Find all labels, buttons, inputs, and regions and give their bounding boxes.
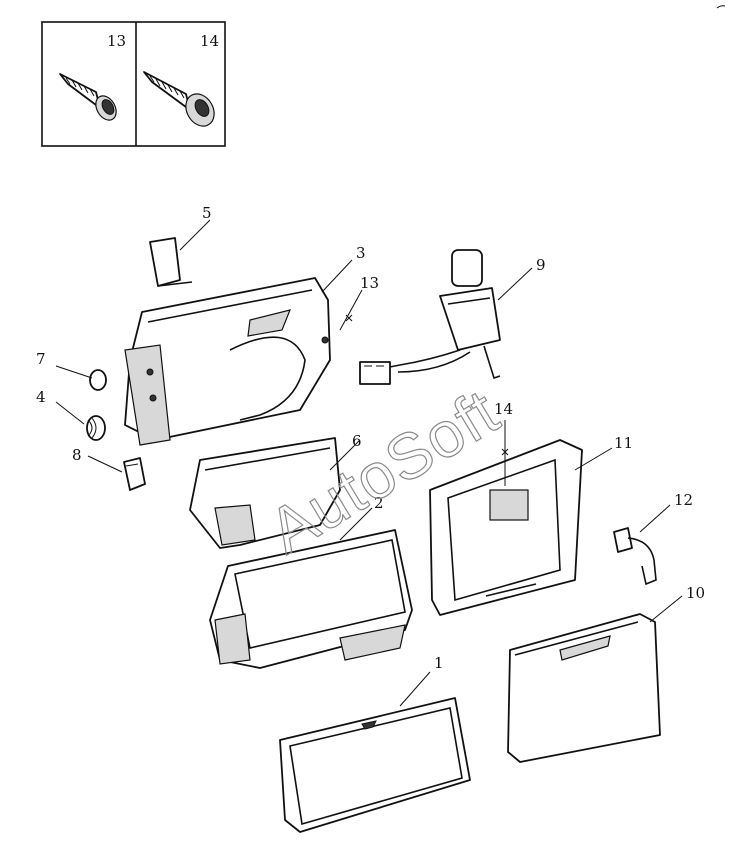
callout-6: 6	[352, 432, 362, 450]
part-1-door-panel	[279, 671, 471, 833]
part-12-strap	[613, 504, 671, 586]
part-8-latch	[87, 455, 146, 491]
self-tapping-screw-washer-icon	[143, 71, 215, 127]
callout-8: 8	[72, 446, 82, 464]
inset-frame	[41, 21, 226, 147]
callout-9: 9	[536, 256, 546, 274]
leader-7	[55, 365, 93, 379]
callout-7: 7	[36, 350, 46, 368]
leader-4	[55, 401, 85, 425]
callout-2: 2	[374, 494, 384, 512]
callout-11: 11	[614, 434, 633, 452]
callout-3: 3	[356, 244, 366, 262]
fastener-inset: 13 14	[41, 21, 226, 147]
part-9-switch-harness	[359, 249, 533, 385]
leader-1	[399, 671, 431, 707]
inset-label-13: 13	[107, 32, 126, 50]
part-11-frame	[429, 420, 613, 616]
leader-5	[179, 219, 211, 251]
part-6-inner-bin	[189, 437, 361, 549]
part-3-housing	[124, 259, 363, 446]
leader-11	[574, 447, 613, 471]
callout-13: 13	[360, 274, 379, 292]
leader-9	[497, 267, 533, 301]
leader-12	[639, 504, 671, 533]
corner-mark	[716, 5, 726, 9]
part-2-glove-box	[209, 507, 413, 669]
self-tapping-screw-icon	[59, 73, 117, 121]
callout-14: 14	[494, 400, 513, 418]
leader-3	[321, 259, 353, 293]
leader-6	[329, 439, 361, 471]
callout-10: 10	[686, 584, 705, 602]
callout-4: 4	[36, 388, 46, 406]
leader-2	[339, 507, 373, 541]
leader-13	[339, 289, 363, 331]
callout-1: 1	[434, 654, 444, 672]
inset-label-14: 14	[200, 32, 219, 50]
part-4-spring	[55, 401, 106, 441]
leader-10	[649, 595, 683, 623]
part-5-clip	[149, 219, 211, 287]
callout-12: 12	[674, 491, 693, 509]
callout-5: 5	[202, 204, 212, 222]
leader-8	[87, 455, 123, 473]
part-7-clip	[55, 365, 107, 391]
part-10-lid	[507, 595, 683, 763]
